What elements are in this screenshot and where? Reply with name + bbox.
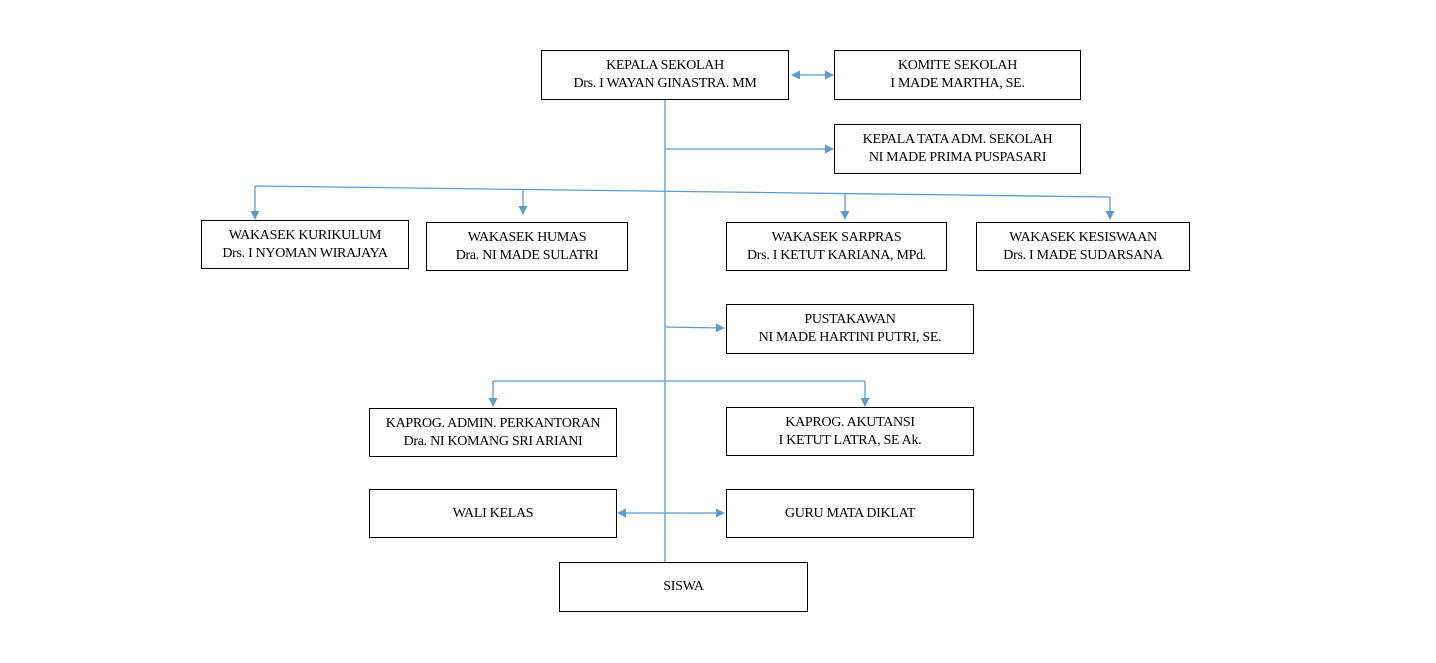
node-pustakawan: PUSTAKAWAN NI MADE HARTINI PUTRI, SE.: [726, 304, 974, 354]
node-wakasek-kesiswaan-title: WAKASEK KESISWAAN: [1009, 229, 1157, 245]
node-wakasek-sarpras-title: WAKASEK SARPRAS: [771, 229, 902, 245]
node-kepala-tata-adm: KEPALA TATA ADM. SEKOLAH NI MADE PRIMA P…: [834, 124, 1081, 174]
node-wakasek-sarpras: WAKASEK SARPRAS Drs. I KETUT KARIANA, MP…: [726, 222, 947, 271]
node-wakasek-kesiswaan: WAKASEK KESISWAAN Drs. I MADE SUDARSANA: [976, 222, 1190, 271]
node-kepala-tata-adm-title: KEPALA TATA ADM. SEKOLAH: [862, 132, 1053, 147]
node-kaprog-akutansi-name: I KETUT LATRA, SE Ak.: [778, 432, 922, 448]
node-komite-sekolah-name: I MADE MARTHA, SE.: [890, 76, 1025, 91]
node-kepala-tata-adm-name: NI MADE PRIMA PUSPASARI: [868, 150, 1047, 165]
node-kaprog-akutansi: KAPROG. AKUTANSI I KETUT LATRA, SE Ak.: [726, 407, 974, 456]
node-kaprog-admin-title: KAPROG. ADMIN. PERKANTORAN: [385, 415, 601, 431]
node-kaprog-admin-name: Dra. NI KOMANG SRI ARIANI: [403, 433, 583, 449]
node-kaprog-admin: KAPROG. ADMIN. PERKANTORAN Dra. NI KOMAN…: [369, 408, 617, 457]
node-guru-mata-diklat: GURU MATA DIKLAT: [726, 489, 974, 538]
node-wakasek-kurikulum-name: Drs. I NYOMAN WIRAJAYA: [222, 245, 388, 261]
node-guru-mata-diklat-title: GURU MATA DIKLAT: [784, 505, 916, 521]
node-pustakawan-name: NI MADE HARTINI PUTRI, SE.: [758, 330, 942, 345]
node-kaprog-akutansi-title: KAPROG. AKUTANSI: [785, 414, 915, 430]
node-pustakawan-title: PUSTAKAWAN: [804, 312, 896, 327]
node-kepala-sekolah: KEPALA SEKOLAH Drs. I WAYAN GINASTRA. MM: [541, 50, 789, 100]
node-komite-sekolah-title: KOMITE SEKOLAH: [897, 58, 1018, 73]
node-kepala-sekolah-title: KEPALA SEKOLAH: [606, 58, 724, 73]
node-wakasek-kesiswaan-name: Drs. I MADE SUDARSANA: [1003, 247, 1163, 263]
node-wakasek-humas-title: WAKASEK HUMAS: [467, 229, 587, 245]
node-siswa-title: SISWA: [663, 579, 704, 594]
node-wakasek-humas: WAKASEK HUMAS Dra. NI MADE SULATRI: [426, 222, 628, 271]
node-wakasek-humas-name: Dra. NI MADE SULATRI: [455, 247, 599, 263]
node-kepala-sekolah-name: Drs. I WAYAN GINASTRA. MM: [573, 76, 757, 91]
node-komite-sekolah: KOMITE SEKOLAH I MADE MARTHA, SE.: [834, 50, 1081, 100]
node-siswa: SISWA: [559, 562, 808, 612]
link-trunk-pustakawan: [664, 323, 725, 333]
node-wali-kelas-title: WALI KELAS: [452, 505, 534, 521]
node-wakasek-kurikulum-title: WAKASEK KURIKULUM: [228, 227, 382, 243]
wakasek-bus-line: [254, 185, 1111, 198]
node-wakasek-sarpras-name: Drs. I KETUT KARIANA, MPd.: [747, 247, 926, 263]
node-wakasek-kurikulum: WAKASEK KURIKULUM Drs. I NYOMAN WIRAJAYA: [201, 220, 409, 269]
node-wali-kelas: WALI KELAS: [369, 489, 617, 538]
